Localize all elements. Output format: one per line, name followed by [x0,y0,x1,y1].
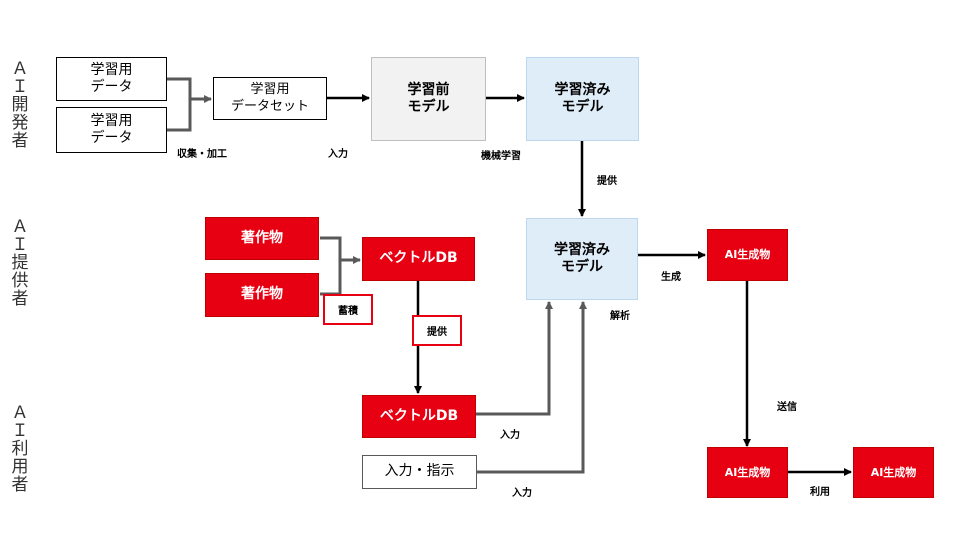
pre-model-box: 学習前 モデル [371,57,486,141]
instruction-input-arrow [477,301,587,474]
trained-model-box-provider: 学習済み モデル [526,218,638,300]
collect-connector [167,77,211,132]
role-developer: Ａ Ｉ 開 発 者 [11,59,29,151]
ai-output-box-received: AI生成物 [707,447,788,498]
use-label: 利用 [810,487,830,498]
trained-model-box-dev: 学習済み モデル [526,57,639,141]
role-user: Ａ Ｉ 利 用 者 [11,403,29,495]
vectordb-provide-label: 提供 [412,315,462,346]
input-label-dev: 入力 [328,149,348,160]
ml-label: 機械学習 [481,151,521,162]
role-provider: Ａ Ｉ 提 供 者 [11,217,29,309]
accumulate-connector [320,236,360,296]
collect-label: 収集・加工 [177,149,227,160]
vector-db-box-provider: ベクトルDB [362,237,475,281]
copyrighted-work-box-1: 著作物 [205,217,319,260]
training-data-box-2: 学習用 データ [56,107,167,153]
input-label-user-2: 入力 [512,488,532,499]
ai-output-box-used: AI生成物 [853,447,934,498]
copyrighted-work-box-2: 著作物 [205,273,319,317]
user-vectordb-input-arrow [476,301,553,416]
generate-label: 生成 [661,272,681,283]
training-data-box-1: 学習用 データ [56,57,167,101]
send-label: 送信 [777,402,797,413]
ai-output-box-provider: AI生成物 [707,229,788,281]
analysis-label: 解析 [610,311,630,322]
provide-label: 提供 [597,176,617,187]
dataset-box: 学習用 データセット [213,77,327,120]
accumulate-label: 蓄積 [323,294,373,325]
instruction-input-box[interactable]: 入力・指示 [362,455,477,489]
vector-db-box-user: ベクトルDB [362,395,476,438]
input-label-user-1: 入力 [500,430,520,441]
